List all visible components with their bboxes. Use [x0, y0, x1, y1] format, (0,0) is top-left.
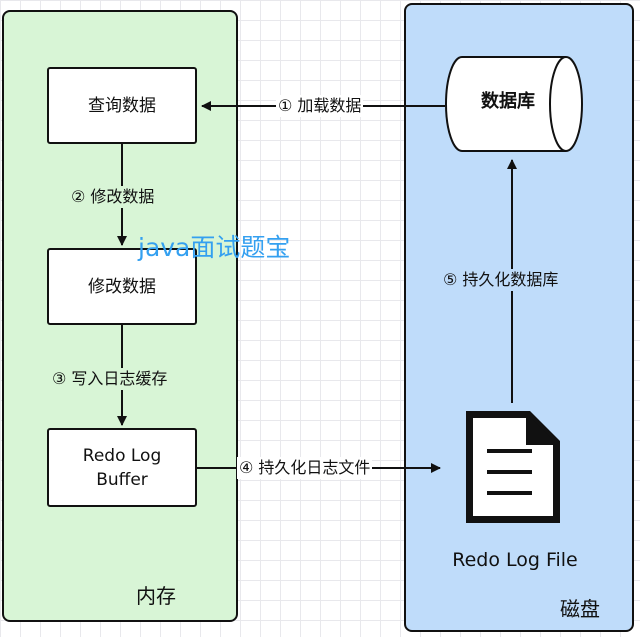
edge-label-load: ① 加载数据: [276, 95, 364, 117]
edge-label-persist-log: ④ 持久化日志文件: [237, 457, 373, 479]
document-icon: [466, 411, 560, 523]
edge-label-persist-db: ⑤ 持久化数据库: [441, 269, 561, 291]
disk-panel-title: 磁盘: [560, 597, 600, 621]
redo-log-file-label: Redo Log File: [452, 549, 578, 571]
query-data-node: 查询数据: [47, 67, 197, 144]
edge-label-modify: ② 修改数据: [69, 186, 157, 208]
memory-panel-title: 内存: [136, 584, 176, 608]
database-label: 数据库: [481, 91, 535, 112]
redo-log-buffer-node: Redo Log Buffer: [47, 428, 197, 507]
watermark-text: java面试题宝: [138, 233, 291, 262]
edge-label-write-log: ③ 写入日志缓存: [50, 368, 170, 390]
database-cylinder-icon: [445, 56, 583, 152]
modify-data-node: 修改数据: [47, 248, 197, 325]
